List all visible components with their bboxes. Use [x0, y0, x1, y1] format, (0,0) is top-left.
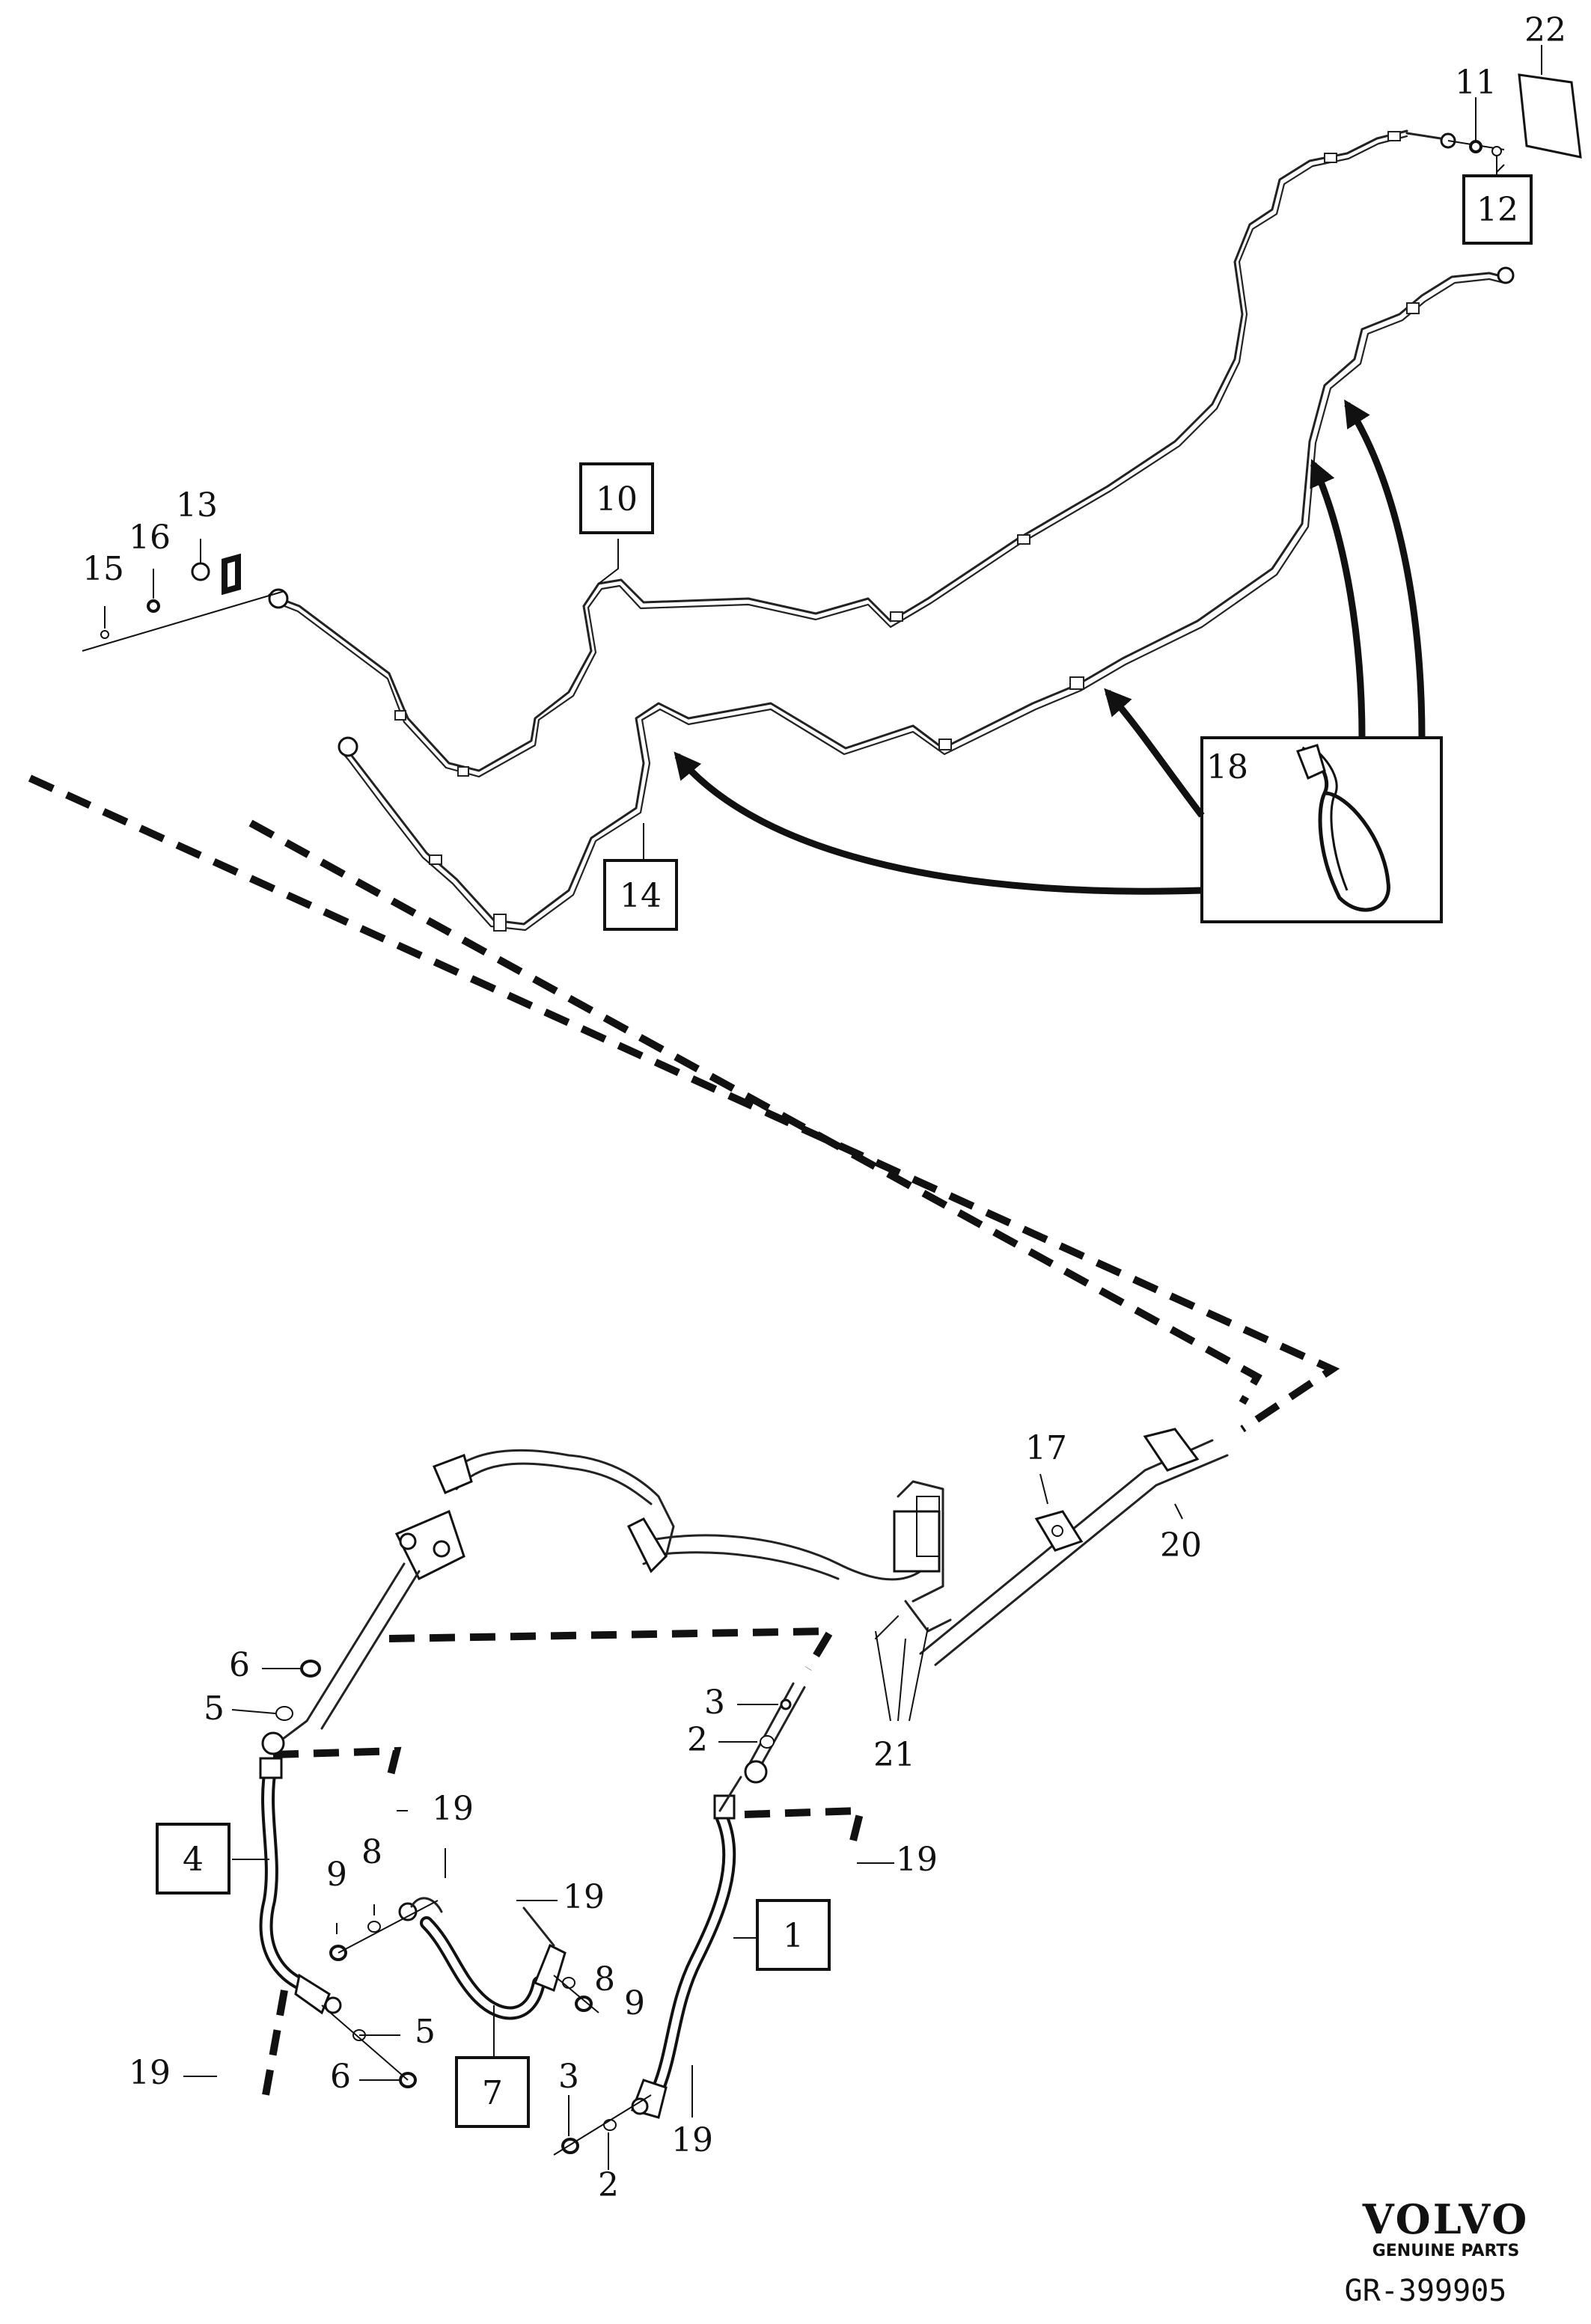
callout-7: 7 — [482, 2074, 503, 2112]
callout-labels: 22 11 12 13 16 15 10 14 18 17 20 21 6 5 … — [82, 11, 1566, 2204]
callout-5-bottom: 5 — [415, 2013, 436, 2051]
callout-box-7: 7 — [455, 2056, 530, 2128]
callout-box-10: 10 — [579, 462, 654, 534]
diagram-code: GR-399905 — [1345, 2274, 1507, 2308]
callout-18: 18 — [1206, 748, 1248, 786]
callout-19-a: 19 — [432, 1790, 474, 1828]
brand-tagline: GENUINE PARTS — [1372, 2242, 1520, 2260]
clip-location-arrows — [674, 399, 1426, 895]
callout-19-b: 19 — [896, 1841, 938, 1879]
line-end-fittings-right — [1447, 45, 1582, 180]
callout-19-d: 19 — [129, 2054, 171, 2092]
brake-hose-7 — [398, 1897, 567, 2020]
callout-9-left: 9 — [326, 1856, 347, 1894]
main-pipe-20 — [919, 1428, 1229, 1666]
callout-17: 17 — [1025, 1429, 1067, 1467]
callout-13: 13 — [176, 486, 218, 525]
callout-19-c: 19 — [563, 1878, 605, 1916]
callout-19-e: 19 — [671, 2121, 713, 2159]
callout-8-left: 8 — [361, 1833, 382, 1871]
brake-hose-4 — [259, 1731, 342, 2015]
callout-9-right: 9 — [624, 1984, 645, 2022]
callout-11: 11 — [1455, 64, 1497, 102]
callout-box-14: 14 — [603, 859, 678, 931]
callout-2-top: 2 — [687, 1721, 708, 1759]
callout-16: 16 — [129, 519, 171, 557]
line-end-fittings-left — [82, 539, 285, 652]
callout-4: 4 — [183, 1841, 204, 1879]
callout-6-bottom: 6 — [330, 2058, 351, 2096]
callout-3-bottom: 3 — [558, 2058, 579, 2096]
brake-line-14 — [338, 266, 1515, 932]
callout-14: 14 — [620, 877, 662, 915]
connection-dashes — [28, 774, 1340, 2096]
callout-6-top: 6 — [229, 1646, 250, 1684]
callout-1: 1 — [783, 1917, 804, 1955]
callout-box-4: 4 — [156, 1823, 230, 1895]
callout-15: 15 — [82, 550, 124, 588]
brake-hose-1 — [631, 1760, 768, 2119]
callout-5-top: 5 — [204, 1690, 225, 1728]
volvo-logo: VOLVO GENUINE PARTS — [1362, 2195, 1530, 2260]
brake-line-10 — [268, 129, 1456, 778]
callout-box-1: 1 — [756, 1899, 831, 1971]
brand-name: VOLVO — [1362, 2195, 1530, 2243]
callout-2-bottom: 2 — [598, 2166, 619, 2204]
callout-12: 12 — [1477, 191, 1518, 229]
callout-3-top: 3 — [704, 1684, 725, 1722]
abs-module-area — [275, 1449, 952, 1773]
callout-21: 21 — [873, 1736, 915, 1774]
callout-10: 10 — [596, 480, 638, 519]
clip-18-detail — [1200, 736, 1443, 923]
callout-22: 22 — [1524, 11, 1566, 49]
callout-box-12: 12 — [1462, 174, 1533, 245]
callout-20: 20 — [1160, 1526, 1202, 1565]
callout-8-right: 8 — [594, 1960, 615, 1999]
leader-lines — [183, 164, 1505, 2117]
